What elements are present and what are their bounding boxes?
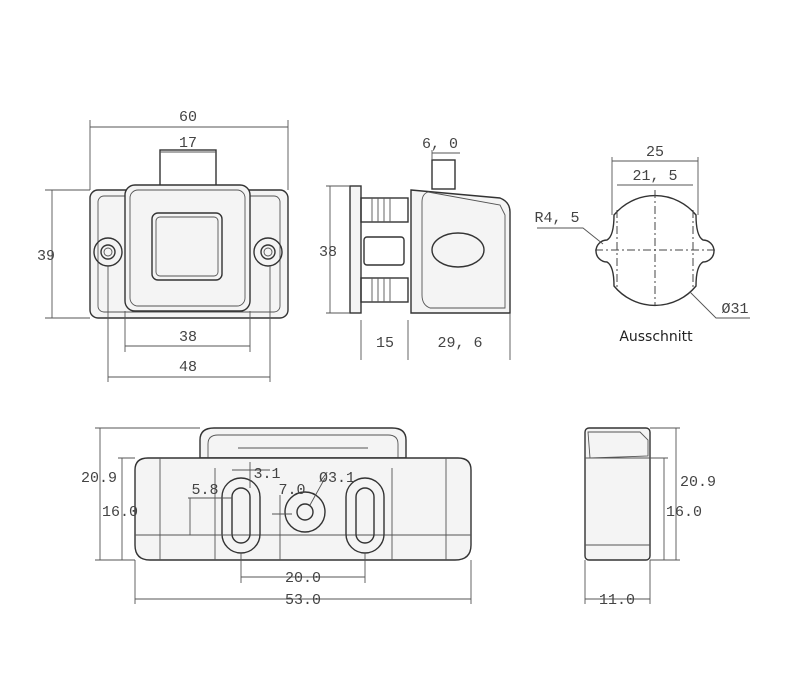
front-view: 60 17 39 38 48 (37, 109, 289, 382)
top-ridge (199, 427, 407, 459)
cutout-outline (595, 194, 715, 307)
dim-tab-width: 17 (179, 135, 197, 152)
dim-bottom-height-total: 20.9 (81, 470, 117, 487)
dim-radius: R4, 5 (534, 210, 579, 227)
flange (349, 185, 362, 314)
cutout-view: 25 21, 5 R4, 5 Ø31 Ausschnitt (534, 144, 750, 345)
plunger (363, 236, 405, 266)
dim-flange-depth: 15 (376, 335, 394, 352)
dim-width-total: 60 (179, 109, 197, 126)
spring-top (360, 197, 409, 223)
dim-end-height-total: 20.9 (680, 474, 716, 491)
oval-window (431, 232, 485, 268)
dim-hole-diameter: Ø3.1 (319, 470, 355, 487)
dim-body-depth: 29, 6 (437, 335, 482, 352)
dim-button-width: 38 (179, 329, 197, 346)
button-face (151, 212, 223, 281)
dim-side-height: 38 (319, 244, 337, 261)
spring-bottom (360, 277, 409, 303)
dim-stub: 6, 0 (422, 136, 458, 153)
dim-7-0: 7.0 (278, 482, 305, 499)
screw-hole-right (253, 237, 283, 267)
dim-length: 53.0 (285, 592, 321, 609)
dim-cutout-inner: 21, 5 (632, 168, 677, 185)
dim-end-width: 11.0 (599, 592, 635, 609)
end-body (584, 427, 651, 561)
bottom-view: 20.9 16.0 5.8 3.1 7.0 Ø3.1 20.0 53.0 (81, 427, 472, 609)
end-view: 20.9 16.0 11.0 (584, 427, 716, 609)
center-hole (284, 491, 326, 533)
dim-bottom-height-base: 16.0 (102, 504, 138, 521)
dim-screw-spacing: 48 (179, 359, 197, 376)
latch-tab (159, 149, 217, 187)
cutout-caption: Ausschnitt (619, 329, 693, 345)
latch-body (410, 189, 511, 314)
latch-stub (431, 159, 456, 190)
dim-slot-spacing: 20.0 (285, 570, 321, 587)
dim-end-height-base: 16.0 (666, 504, 702, 521)
side-view: 6, 0 38 15 29, 6 (319, 136, 511, 360)
push-button (124, 184, 251, 312)
dim-cutout-outer: 25 (646, 144, 664, 161)
dim-height: 39 (37, 248, 55, 265)
base-plate (134, 457, 472, 561)
dim-3-1: 3.1 (253, 466, 280, 483)
dim-5-8: 5.8 (191, 482, 218, 499)
dim-diameter: Ø31 (721, 301, 748, 318)
